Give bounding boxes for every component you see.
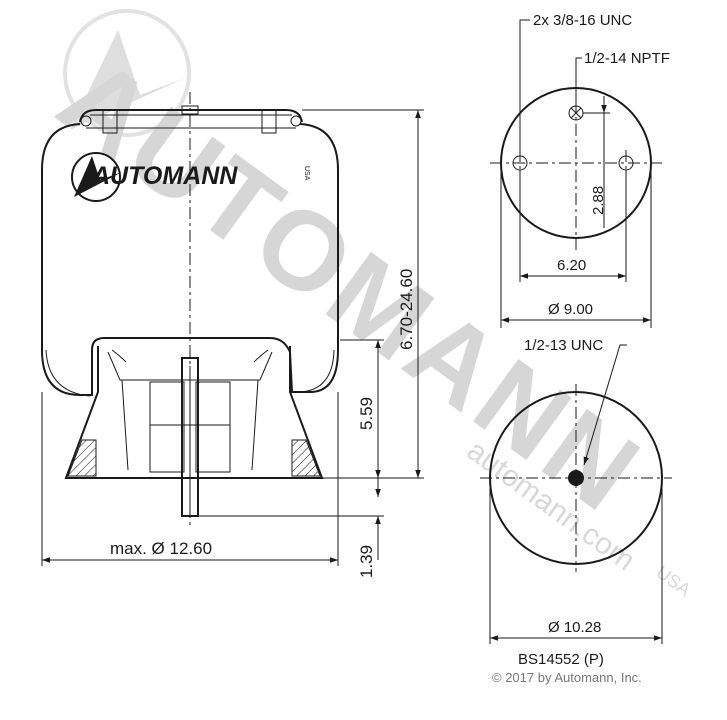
dimension-max-diameter-label: max. Ø 12.60 [110,539,212,558]
top-bead-plate [79,105,303,134]
logo-usa-mark: USA [303,166,310,181]
callout-air-port-label: 1/2-14 NPTF [584,50,670,67]
footer: BS14552 (P) © 2017 by Automann, Inc. [492,651,642,685]
dimension-bottom-diameter: Ø 10.28 [489,482,663,644]
dimension-height-range: 6.70-24.60 [302,109,424,479]
watermark-usa: USA [653,562,695,600]
bolt-hole [568,470,584,486]
watermark: AUTOMANN automann.com USA [37,9,695,600]
callout-studs: 2x 3/8-16 UNC [519,12,632,155]
callout-bolt-label: 1/2-13 UNC [524,337,603,354]
top-plate-view: 2x 3/8-16 UNC 1/2-14 NPTF 2.88 6.20 Ø 9.… [490,12,670,328]
dimension-piston-height-label: 5.59 [357,397,376,430]
dimension-bottom-diameter-label: Ø 10.28 [548,619,601,636]
automann-logo-icon [71,152,122,202]
automann-logo: AUTOMANN USA [71,152,310,202]
dimension-height-range-label: 6.70-24.60 [397,269,416,350]
dimension-air-port-offset: 2.88 [590,96,607,228]
dimension-max-diameter: max. Ø 12.60 [41,392,339,566]
copyright-notice: © 2017 by Automann, Inc. [492,670,642,685]
dimension-stud-spacing-label: 6.20 [557,257,586,274]
callout-studs-label: 2x 3/8-16 UNC [533,12,632,29]
dimension-stud-spacing: 6.20 [519,170,627,282]
callout-bolt: 1/2-13 UNC [524,337,627,466]
dimension-plate-diameter: Ø 9.00 [500,165,652,328]
dimension-air-port-offset-label: 2.88 [590,186,607,215]
rubber-bellows [41,123,339,396]
piston [64,346,324,479]
dimension-piston-height: 5.59 [340,339,384,478]
dimension-plate-diameter-label: Ø 9.00 [548,301,593,318]
part-number: BS14552 (P) [518,651,604,668]
callout-air-port: 1/2-14 NPTF [575,50,670,106]
dimension-stud-length: 1.39 [198,478,384,578]
air-spring-front-view: AUTOMANN USA 6.70-24.60 5.59 1.39 [41,92,424,578]
bottom-view: 1/2-13 UNC Ø 10.28 [480,337,672,644]
logo-text: AUTOMANN [91,162,238,190]
watermark-emblem-icon [63,9,191,137]
dimension-stud-length-label: 1.39 [357,545,376,578]
